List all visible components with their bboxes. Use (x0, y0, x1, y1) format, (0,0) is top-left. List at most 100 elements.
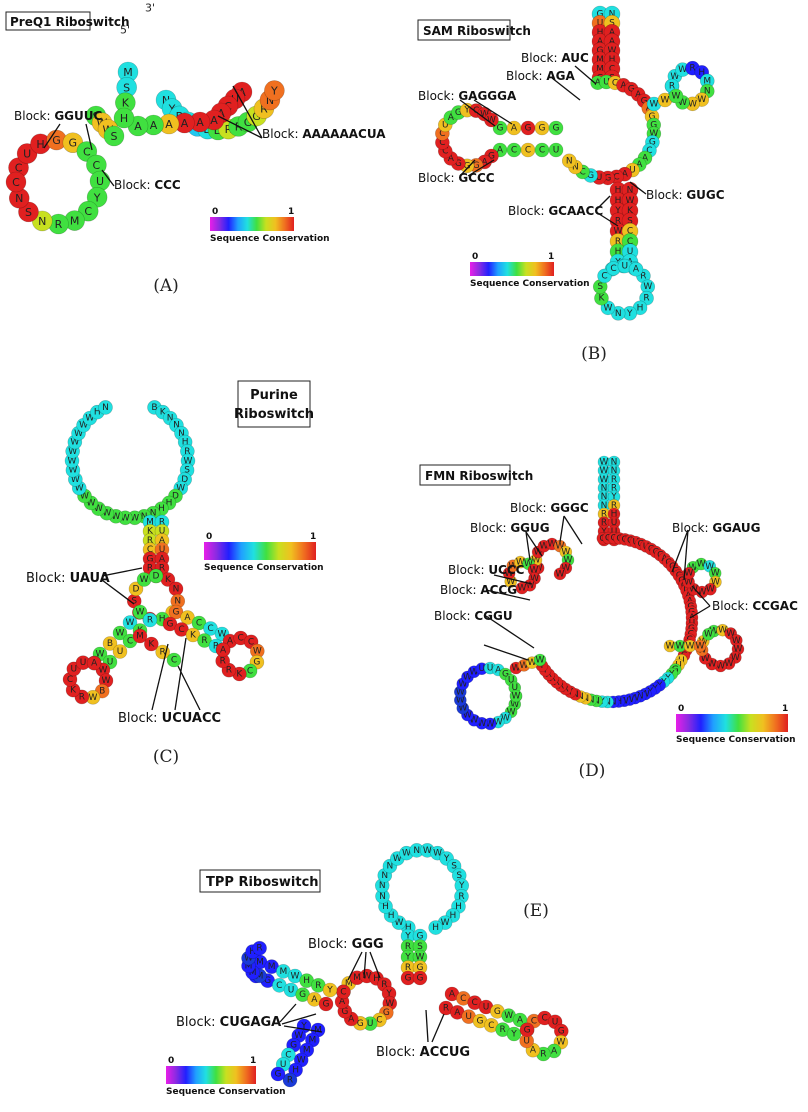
svg-text:W: W (561, 548, 570, 558)
svg-text:W: W (140, 575, 149, 585)
svg-text:W: W (678, 98, 687, 108)
svg-text:W: W (512, 664, 521, 674)
colorbar-title: Sequence Conservation (210, 234, 330, 244)
svg-text:U: U (465, 1012, 472, 1022)
panel-a-structure: NYBKKDDRRGGRNYAUCAAAAAAAMSKHSWWSCUHGGCCU… (5, 2, 285, 235)
panel-d-structure: WWWNNNRRYRNNRRYRHUUWGGGCGGUGUCCCACCGCGGU… (454, 455, 745, 731)
stem-nucleotide: W (668, 88, 684, 104)
svg-text:C: C (525, 146, 531, 156)
stem-nucleotide: G (162, 616, 178, 632)
svg-text:W: W (701, 654, 710, 664)
svg-text:G: G (417, 974, 424, 984)
svg-text:H: H (120, 112, 128, 125)
svg-text:W: W (501, 713, 510, 723)
stem-nucleotide: R (282, 1072, 298, 1088)
svg-text:Y: Y (404, 932, 411, 942)
svg-text:C: C (84, 205, 92, 218)
svg-text:W: W (394, 918, 403, 928)
svg-text:A: A (159, 554, 166, 564)
svg-text:M: M (596, 55, 604, 65)
svg-text:A: A (551, 1046, 558, 1056)
panel-a-title: PreQ1 Riboswitch (10, 15, 130, 29)
svg-text:U: U (611, 518, 618, 528)
svg-text:U: U (511, 683, 518, 693)
svg-text:W: W (603, 303, 612, 313)
svg-text:M: M (136, 632, 144, 642)
svg-text:R: R (601, 510, 607, 520)
colorbar-gradient (210, 217, 294, 231)
svg-text:C: C (247, 666, 253, 676)
panel-b-block-2: Block: AGA (506, 69, 575, 83)
svg-text:B: B (151, 403, 157, 413)
svg-text:Y: Y (326, 986, 333, 996)
svg-text:C: C (12, 176, 20, 189)
svg-text:H: H (455, 902, 462, 912)
stem-nucleotide: W (122, 615, 138, 630)
svg-text:W: W (643, 282, 652, 292)
svg-text:N: N (572, 163, 579, 173)
svg-text:U: U (483, 1003, 490, 1013)
colorbar-max-label: 1 (548, 252, 554, 262)
svg-text:Y: Y (626, 309, 633, 319)
svg-text:W: W (441, 918, 450, 928)
svg-text:H: H (159, 615, 166, 625)
svg-text:W: W (70, 438, 79, 448)
panel-b-label: (B) (581, 344, 607, 364)
svg-text:W: W (666, 642, 675, 652)
stem-nucleotide: G (168, 604, 184, 620)
svg-text:W: W (600, 475, 609, 485)
svg-text:W: W (697, 95, 706, 105)
svg-text:W: W (297, 1056, 306, 1066)
svg-text:G: G (341, 1007, 348, 1017)
svg-text:W: W (614, 227, 623, 237)
svg-text:W: W (725, 659, 734, 669)
loop-nucleotide: W (454, 693, 467, 707)
svg-text:G: G (52, 134, 61, 147)
svg-text:Y: Y (300, 1022, 307, 1032)
panel-d-block-4: Block: UCCC (448, 563, 525, 577)
stem-nucleotide: R (142, 612, 158, 628)
stem-nucleotide: H (607, 507, 621, 521)
svg-text:G: G (357, 1019, 364, 1029)
svg-text:S: S (123, 81, 130, 94)
svg-text:M: M (70, 215, 80, 228)
svg-text:R: R (689, 64, 695, 74)
svg-text:W: W (74, 429, 83, 439)
svg-text:A: A (220, 645, 227, 655)
svg-text:R: R (611, 475, 617, 485)
svg-text:W: W (480, 110, 489, 120)
svg-text:M: M (123, 66, 133, 79)
svg-text:W: W (470, 667, 479, 677)
svg-text:W: W (707, 660, 716, 670)
panel-c-title-line-2: Riboswitch (234, 407, 314, 422)
svg-text:C: C (376, 1015, 382, 1025)
loop-nucleotide: K (594, 290, 609, 306)
svg-text:N: N (379, 892, 386, 902)
svg-text:N: N (387, 862, 394, 872)
stem-nucleotide: A (180, 610, 195, 625)
svg-text:W: W (87, 498, 96, 508)
panel-a-block-2: Block: CCC (114, 178, 181, 192)
svg-text:U: U (487, 664, 494, 674)
panel-a-callouts (43, 85, 263, 187)
stem-nucleotide: R (438, 1000, 454, 1016)
colorbar-max-label: 1 (782, 704, 788, 714)
svg-text:W: W (218, 630, 227, 640)
svg-text:S: S (25, 206, 32, 219)
svg-text:C: C (539, 146, 545, 156)
svg-text:S: S (627, 216, 633, 226)
svg-text:W: W (416, 953, 425, 963)
colorbar-title: Sequence Conservation (166, 1087, 286, 1097)
ring-nucleotide: N (168, 581, 184, 597)
svg-text:C: C (579, 167, 585, 177)
svg-text:R: R (147, 536, 153, 546)
stem-nucleotide: C (534, 142, 550, 158)
panel-c-label: (C) (153, 747, 179, 767)
stem-nucleotide: U (112, 644, 128, 659)
svg-text:K: K (190, 631, 197, 641)
svg-text:D: D (203, 123, 211, 136)
svg-text:W: W (672, 92, 681, 102)
svg-text:U: U (367, 1019, 374, 1029)
